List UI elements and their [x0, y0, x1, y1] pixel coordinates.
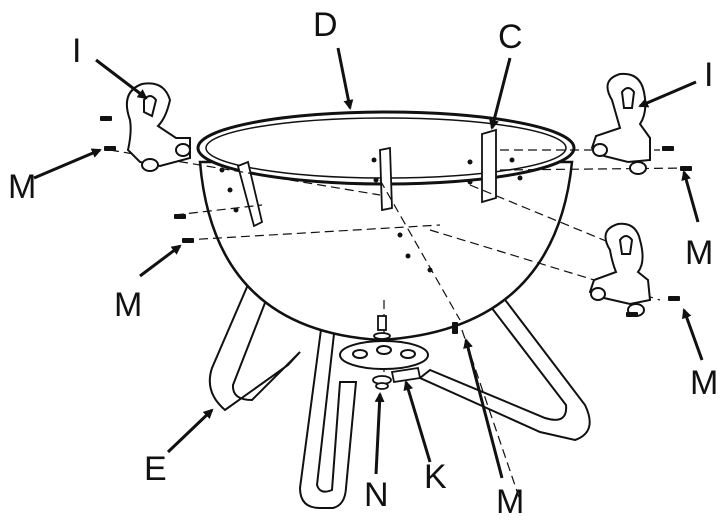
label-m-bottom-center: M — [496, 483, 525, 521]
handle-left — [126, 82, 191, 172]
label-c: C — [498, 18, 523, 56]
leg-right — [418, 278, 591, 442]
label-m-left-bottom: M — [114, 286, 143, 324]
leg-plate — [339, 340, 429, 370]
callout-arrows — [33, 47, 704, 479]
label-m-left-top: M — [8, 168, 37, 206]
label-d: D — [313, 6, 338, 44]
bowl — [196, 110, 576, 342]
label-m-right-top: M — [685, 234, 714, 272]
label-i-left: I — [72, 32, 82, 70]
leg-bracket-center — [379, 146, 393, 212]
label-n: N — [364, 476, 389, 514]
screws — [100, 116, 692, 334]
leg-left — [208, 278, 301, 412]
label-i-right: I — [704, 56, 714, 94]
nut-washer — [372, 315, 392, 390]
handle-right-bottom — [588, 222, 652, 317]
label-m-right-bottom: M — [690, 364, 719, 402]
leg-front — [298, 320, 358, 509]
leg-bracket-right — [481, 128, 497, 204]
label-e: E — [144, 450, 167, 488]
handle-right-top — [590, 72, 651, 175]
label-k: K — [424, 458, 447, 496]
spacer — [390, 366, 422, 384]
